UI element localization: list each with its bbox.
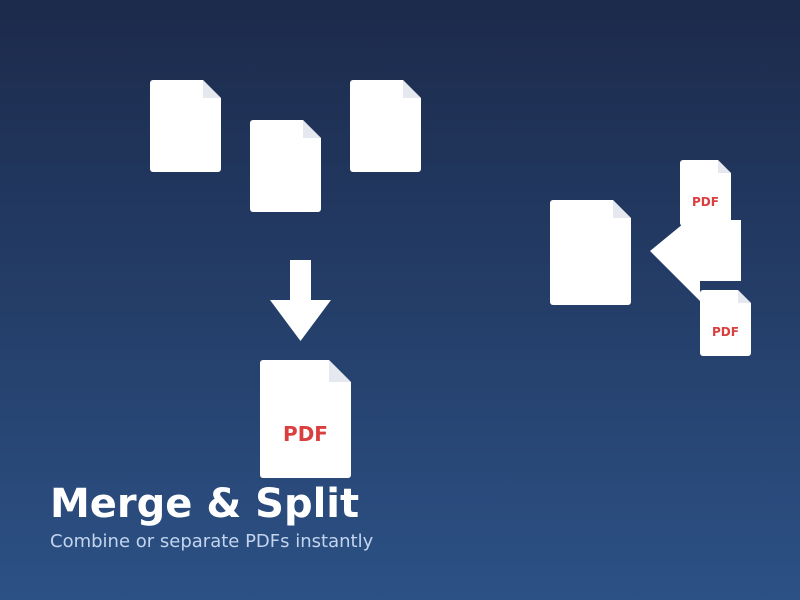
split-output-document-bottom: PDF — [700, 290, 751, 356]
page-fold-icon — [303, 120, 321, 138]
page-title: Merge & Split — [50, 481, 360, 527]
page-fold-icon — [203, 80, 221, 98]
page-subtitle: Combine or separate PDFs instantly — [50, 531, 374, 552]
merged-pdf-document: PDF — [260, 360, 351, 478]
split-output-label-bottom: PDF — [712, 325, 739, 339]
merge-source-document-2 — [250, 120, 321, 212]
arrow-down-icon — [270, 260, 331, 341]
page-fold-icon — [613, 200, 631, 218]
merged-pdf-label: PDF — [283, 422, 328, 446]
arrow-left-icon — [650, 210, 741, 301]
split-source-document — [550, 200, 631, 305]
page-fold-icon — [403, 80, 421, 98]
split-output-label-top: PDF — [692, 195, 719, 209]
merge-source-document-3 — [350, 80, 421, 172]
merge-source-document-1 — [150, 80, 221, 172]
page-fold-icon — [329, 360, 351, 382]
page-fold-icon — [718, 160, 731, 173]
